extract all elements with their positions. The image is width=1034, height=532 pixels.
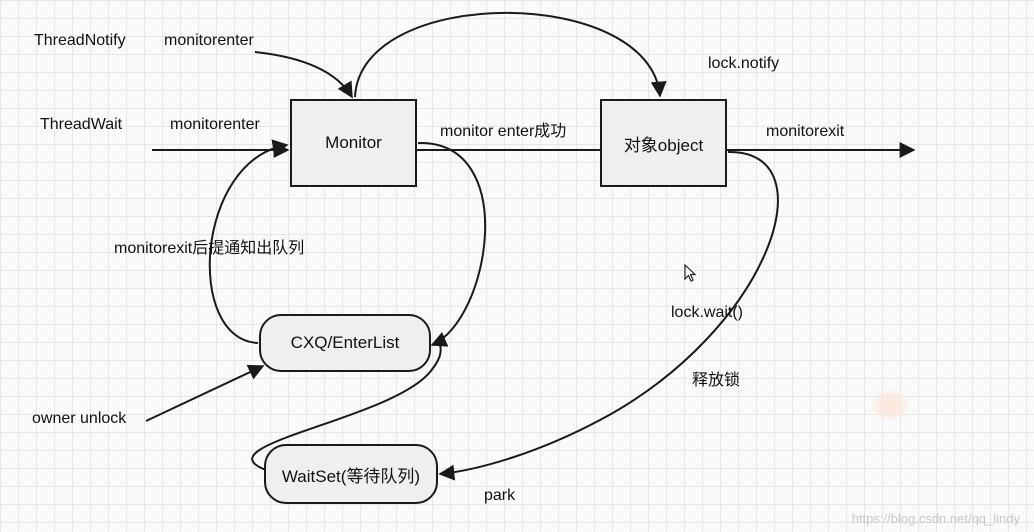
notify-arc-arrow: [354, 12, 667, 98]
watermark: https://blog.csdn.net/qq_lindy: [851, 511, 1020, 526]
monitorenter-top-arrow: [254, 51, 353, 99]
thread-wait-label: ThreadWait: [40, 116, 123, 133]
lock-notify-label: lock.notify: [708, 55, 780, 72]
wait-arrow: [438, 150, 779, 481]
owner-unlock-label: owner unlock: [32, 410, 127, 427]
monitorexit-notify-label: monitorexit后提通知出队列: [114, 240, 305, 257]
object-node-label: 对象object: [623, 135, 704, 155]
monitor-node: Monitor: [290, 99, 417, 187]
monitorexit-label: monitorexit: [766, 123, 845, 140]
release-lock-label: 释放锁: [692, 372, 741, 389]
cxq-node: CXQ/EnterList: [259, 314, 431, 372]
thread-notify-label: ThreadNotify: [34, 32, 126, 49]
waitset-node: WaitSet(等待队列): [264, 444, 438, 504]
waitset-node-label: WaitSet(等待队列): [281, 466, 421, 486]
park-label: park: [484, 487, 516, 504]
mouse-pointer-icon: [684, 264, 697, 282]
cxq-node-label: CXQ/EnterList: [290, 333, 400, 352]
waitset-to-cxq-arrow: [251, 344, 442, 471]
owner-unlock-arrow: [145, 364, 265, 422]
cxq-to-monitor-arrow: [208, 139, 289, 344]
monitor-node-label: Monitor: [325, 133, 382, 152]
lock-wait-label: lock.wait(): [671, 304, 744, 321]
monitorenter-top-label: monitorenter: [164, 32, 254, 49]
monitor-to-cxq-arrow: [417, 141, 487, 347]
monitor-enter-success-label: monitor enter成功: [440, 123, 567, 140]
decorative-smudge: [872, 390, 908, 420]
monitorenter-mid-label: monitorenter: [170, 116, 260, 133]
object-node: 对象object: [600, 99, 727, 187]
